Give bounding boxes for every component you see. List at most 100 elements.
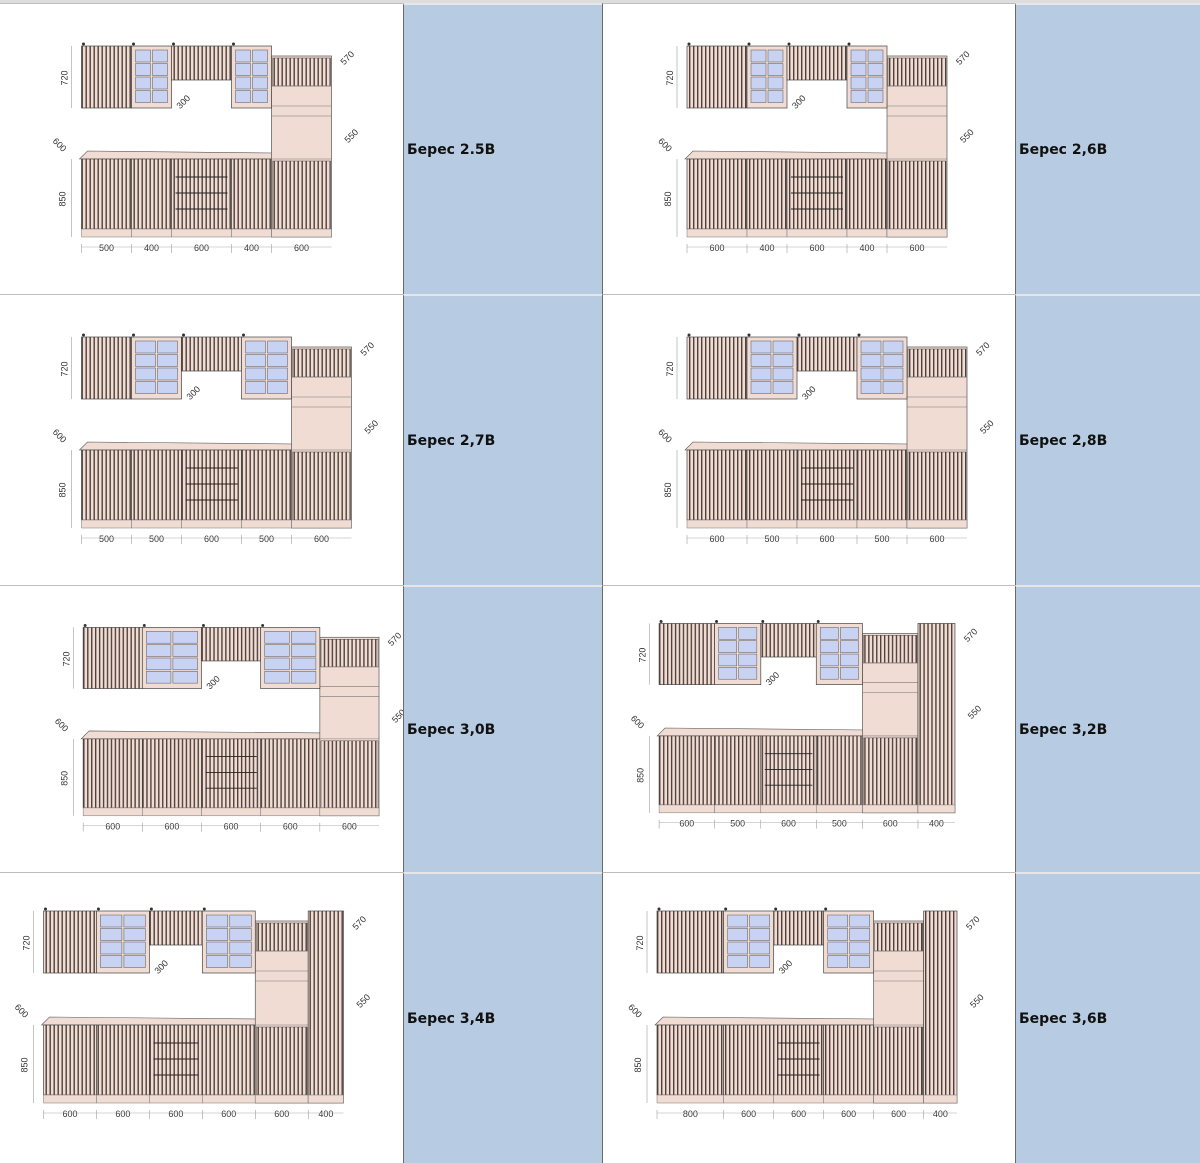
upper-cabinet	[746, 42, 788, 109]
kitchen-label-cell: Берес 2,6В	[1015, 3, 1200, 294]
module-width: 600	[679, 819, 694, 829]
module-width: 400	[759, 243, 774, 253]
upper-cabinet	[658, 620, 715, 685]
module-width: 600	[283, 822, 298, 832]
dim-column-top: 570	[974, 340, 992, 358]
dim-upper-height: 720	[61, 652, 71, 667]
upper-cabinet	[181, 333, 242, 372]
kitchen-label-cell: Берес 3,0В	[403, 585, 602, 872]
lower-cabinet	[43, 1024, 97, 1104]
module-width: 500	[730, 819, 745, 829]
dim-column-niche: 550	[968, 992, 986, 1010]
lower-cabinet	[201, 1024, 256, 1104]
dim-upper-depth: 300	[790, 93, 808, 111]
upper-cabinet	[815, 620, 863, 685]
dim-upper-height: 720	[665, 70, 675, 85]
module-width: 400	[933, 1109, 948, 1119]
kitchen-label-cell: Берес 2.5В	[403, 3, 602, 294]
kitchen-label-cell: Берес 2,8В	[1015, 294, 1200, 585]
upper-cabinet	[141, 623, 202, 689]
kitchen-label-cell: Берес 3,4В	[403, 872, 602, 1163]
upper-cabinet	[686, 42, 748, 109]
lower-cabinet	[271, 55, 332, 238]
module-width: 600	[294, 243, 309, 253]
module-width: 500	[832, 819, 847, 829]
lower-cabinet	[815, 735, 863, 814]
lower-cabinet	[131, 158, 172, 238]
lower-cabinet	[231, 158, 272, 238]
lower-cabinet	[131, 449, 182, 529]
dim-column-top: 570	[351, 914, 369, 932]
countertop	[40, 1016, 260, 1026]
dim-upper-depth: 300	[152, 958, 170, 976]
module-width: 600	[841, 1109, 856, 1119]
lower-cabinet	[141, 738, 202, 817]
lower-cabinet	[171, 158, 232, 238]
lower-cabinet	[714, 735, 762, 814]
lower-cabinet	[96, 1024, 150, 1104]
dim-upper-height: 720	[60, 70, 70, 85]
countertop	[656, 727, 867, 737]
module-width: 600	[883, 819, 898, 829]
module-width: 400	[929, 819, 944, 829]
upper-cabinet	[714, 620, 762, 685]
upper-cabinet	[260, 623, 321, 689]
dim-column-niche: 550	[363, 418, 381, 436]
upper-cabinet	[81, 42, 132, 109]
lower-cabinet	[773, 1024, 825, 1104]
upper-cabinet	[746, 333, 798, 400]
module-width: 500	[874, 534, 889, 544]
upper-cabinet	[796, 333, 858, 372]
module-width: 600	[105, 822, 120, 832]
module-width: 600	[709, 534, 724, 544]
upper-cabinet	[856, 333, 908, 400]
lower-cabinet	[149, 1024, 203, 1104]
lower-cabinet	[873, 920, 925, 1104]
module-width: 600	[741, 1109, 756, 1119]
lower-cabinet	[723, 1024, 775, 1104]
lower-cabinet	[254, 920, 309, 1104]
dim-upper-depth: 300	[777, 958, 795, 976]
dim-lower-height: 850	[58, 482, 68, 497]
dim-lower-height: 850	[663, 191, 673, 206]
module-width: 600	[194, 243, 209, 253]
module-width: 400	[144, 243, 159, 253]
countertop	[654, 1016, 879, 1026]
dim-column-niche: 550	[966, 703, 984, 721]
upper-cabinet	[846, 42, 888, 109]
upper-cabinet	[201, 907, 256, 974]
upper-cabinet	[231, 42, 272, 109]
dim-lower-depth: 600	[53, 716, 71, 734]
lower-cabinet	[81, 449, 132, 529]
module-width: 500	[259, 534, 274, 544]
module-width: 600	[929, 534, 944, 544]
dim-lower-height: 850	[59, 771, 69, 786]
lower-cabinet	[201, 738, 262, 817]
lower-cabinet	[796, 449, 858, 529]
module-width: 600	[115, 1109, 130, 1119]
kitchen-name: Берес 2,7В	[407, 432, 496, 449]
dim-column-niche: 550	[343, 127, 361, 145]
module-width: 500	[99, 243, 114, 253]
kitchen-name: Берес 2,8В	[1019, 432, 1108, 449]
lower-cabinet	[862, 632, 919, 814]
lower-cabinet	[260, 738, 321, 817]
dim-column-top: 570	[964, 914, 982, 932]
lower-cabinet	[81, 158, 132, 238]
upper-cabinet	[723, 907, 775, 974]
dim-lower-depth: 600	[656, 427, 674, 445]
dim-lower-height: 850	[633, 1057, 643, 1072]
lower-cabinet	[241, 449, 292, 529]
module-width: 800	[683, 1109, 698, 1119]
top-border	[0, 0, 1200, 3]
lower-cabinet	[823, 1024, 875, 1104]
